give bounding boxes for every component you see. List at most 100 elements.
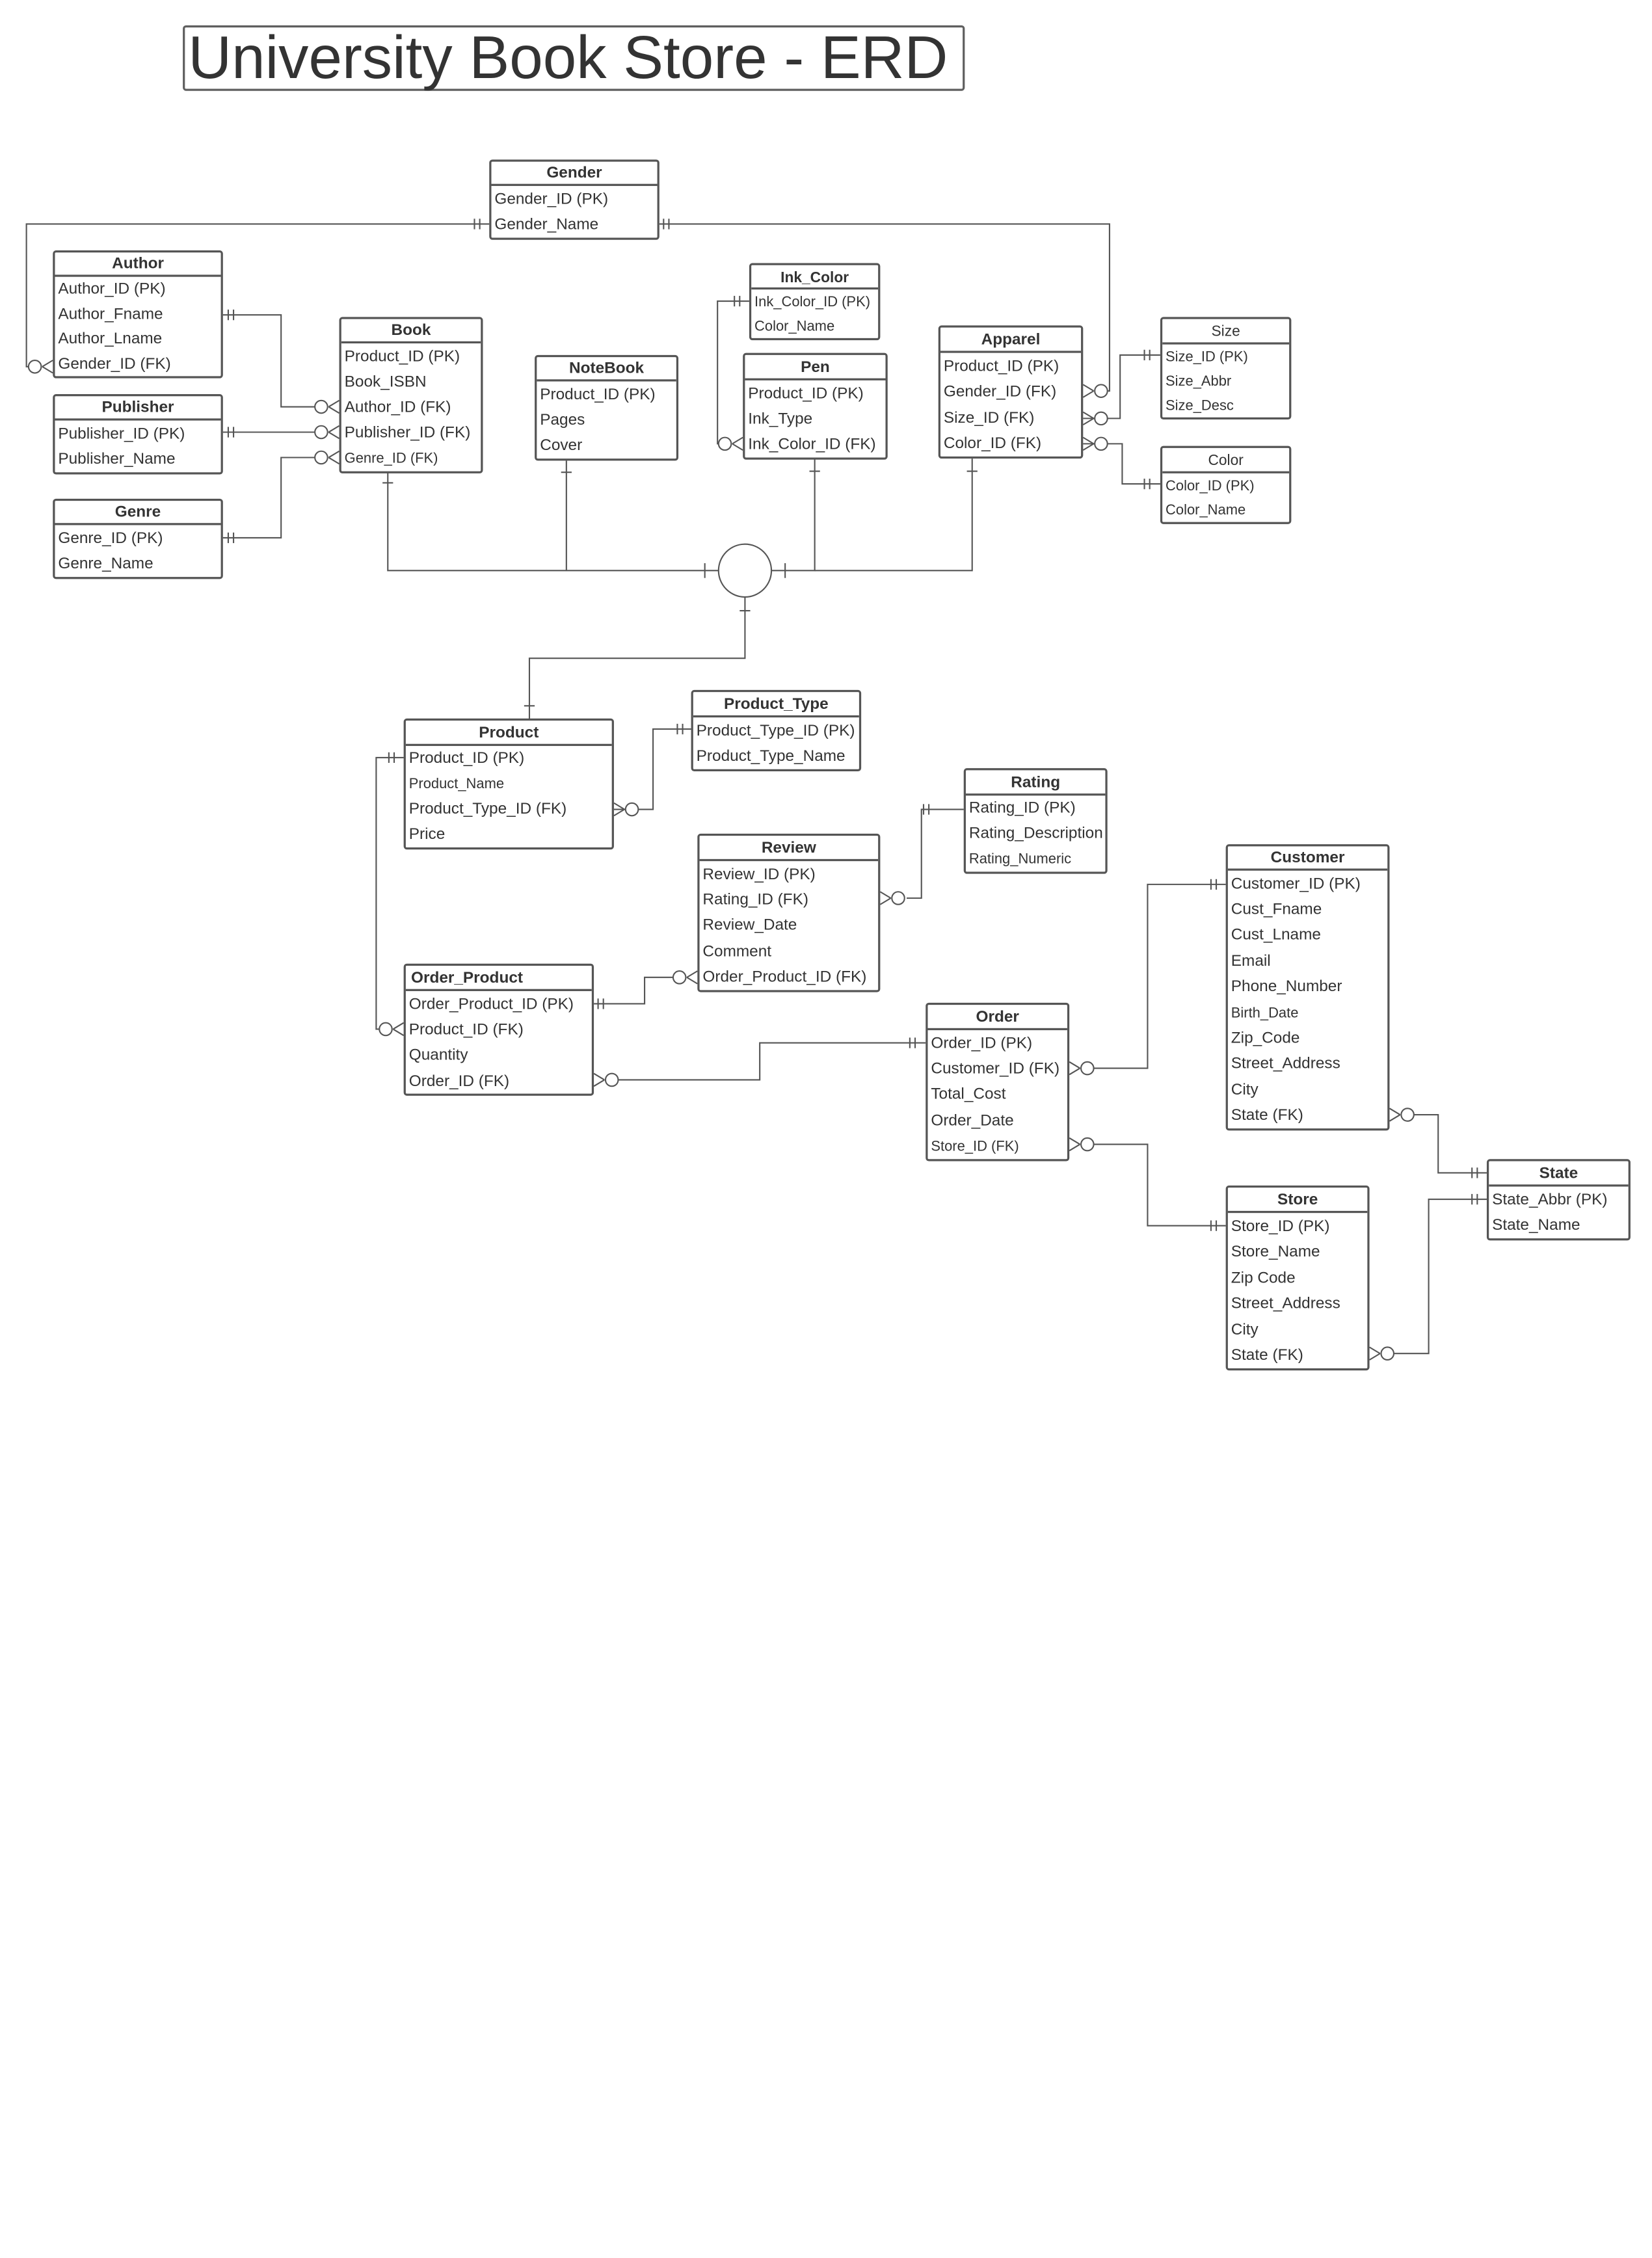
entity-field: Genre_ID (PK) <box>58 529 163 548</box>
relationship-line <box>328 399 340 414</box>
entity-title: Product <box>405 721 612 747</box>
entity-field: Product_ID (PK) <box>943 356 1059 375</box>
relationship-line <box>1389 1108 1401 1122</box>
cardinality-circle <box>1094 436 1108 451</box>
entity-title: Review <box>699 836 879 862</box>
cardinality-circle <box>27 359 42 374</box>
entity-title: Publisher <box>55 396 221 421</box>
entity-field: Author_ID (PK) <box>58 280 166 299</box>
relationship-line <box>1082 384 1095 398</box>
relationship-line <box>1402 1114 1487 1174</box>
entity-field: Publisher_Name <box>58 450 176 469</box>
entity-field: Product_ID (PK) <box>540 385 656 404</box>
entity-field: State_Name <box>1492 1216 1580 1235</box>
entity-field: Order_Product_ID (FK) <box>702 967 867 986</box>
entity-field: Author_Fname <box>58 305 163 323</box>
entity-field: Size_ID (PK) <box>1166 349 1248 365</box>
entity-field: Total_Cost <box>931 1085 1006 1104</box>
entity-field: Product_Type_ID (PK) <box>696 721 855 739</box>
entity-field: Quantity <box>408 1046 468 1065</box>
entity-title: Gender <box>491 162 658 186</box>
entity-title: Color <box>1162 448 1290 473</box>
entity-field: Phone_Number <box>1231 977 1342 996</box>
entity-title: Ink_Color <box>751 265 879 290</box>
entity-field: Gender_ID (PK) <box>494 190 609 208</box>
relationship-line <box>686 970 698 985</box>
cardinality-circle <box>1080 1061 1095 1076</box>
entity-field: Customer_ID (PK) <box>1231 874 1361 893</box>
entity-field: Color_Name <box>1166 501 1246 518</box>
entity-title: Store <box>1227 1188 1368 1214</box>
relationship-line <box>328 425 340 440</box>
relationship-line <box>732 436 743 451</box>
subtype-circle <box>717 543 773 598</box>
entity-field: State (FK) <box>1231 1346 1303 1364</box>
entity-title: Author <box>55 252 221 277</box>
relationship-line <box>1069 1137 1080 1152</box>
entity-field: Color_ID (FK) <box>943 434 1042 453</box>
diagram-title-box: University Book Store - ERD <box>183 25 965 91</box>
relationship-line <box>42 360 53 374</box>
relationship-line <box>328 450 340 465</box>
entity-field: Customer_ID (FK) <box>931 1059 1060 1078</box>
entity-field: Price <box>408 825 446 843</box>
relationship-line <box>606 1042 926 1081</box>
entity-field: Genre_Name <box>58 555 153 573</box>
entity-field: Color_ID (PK) <box>1166 477 1255 494</box>
entity-field: City <box>1231 1080 1259 1099</box>
entity-field: Rating_ID (PK) <box>968 799 1076 817</box>
cardinality-circle <box>624 802 639 817</box>
relationship-line <box>593 1072 605 1087</box>
relationship-line <box>528 596 746 720</box>
entity-title: Book <box>341 319 481 344</box>
entity-field: Size_Desc <box>1166 397 1234 414</box>
entity-title: State <box>1489 1162 1629 1187</box>
entity-field: State_Abbr (PK) <box>1492 1190 1608 1209</box>
cardinality-circle <box>379 1022 393 1037</box>
relationship-line <box>375 756 404 1030</box>
cardinality-circle <box>1400 1108 1415 1122</box>
relationship-line <box>613 728 691 810</box>
relationship-lines <box>25 219 1487 1361</box>
entity-field: Rating_Numeric <box>968 851 1072 867</box>
entity-field: Ink_Type <box>748 410 813 428</box>
relationship-line <box>222 457 326 539</box>
entity-field: City <box>1231 1320 1259 1339</box>
entity-field: Genre_ID (FK) <box>344 450 438 467</box>
entity-field: Order_ID (FK) <box>408 1072 510 1090</box>
entity-field: Cust_Lname <box>1231 925 1321 944</box>
cardinality-circle <box>891 891 905 905</box>
entity-field: Order_ID (PK) <box>931 1033 1033 1052</box>
entity-field: Gender_ID (FK) <box>943 382 1057 401</box>
relationship-line <box>771 458 816 572</box>
entity-field: Publisher_ID (PK) <box>58 424 185 443</box>
relationship-line <box>1083 443 1160 485</box>
relationship-line <box>1082 436 1095 451</box>
relationship-line <box>387 471 719 572</box>
entity-field: Color_Name <box>754 318 835 334</box>
entity-field: Product_Type_ID (FK) <box>408 800 567 818</box>
relationship-line <box>879 891 892 905</box>
relationship-line <box>1069 1061 1080 1076</box>
entity-title: Pen <box>745 355 886 380</box>
